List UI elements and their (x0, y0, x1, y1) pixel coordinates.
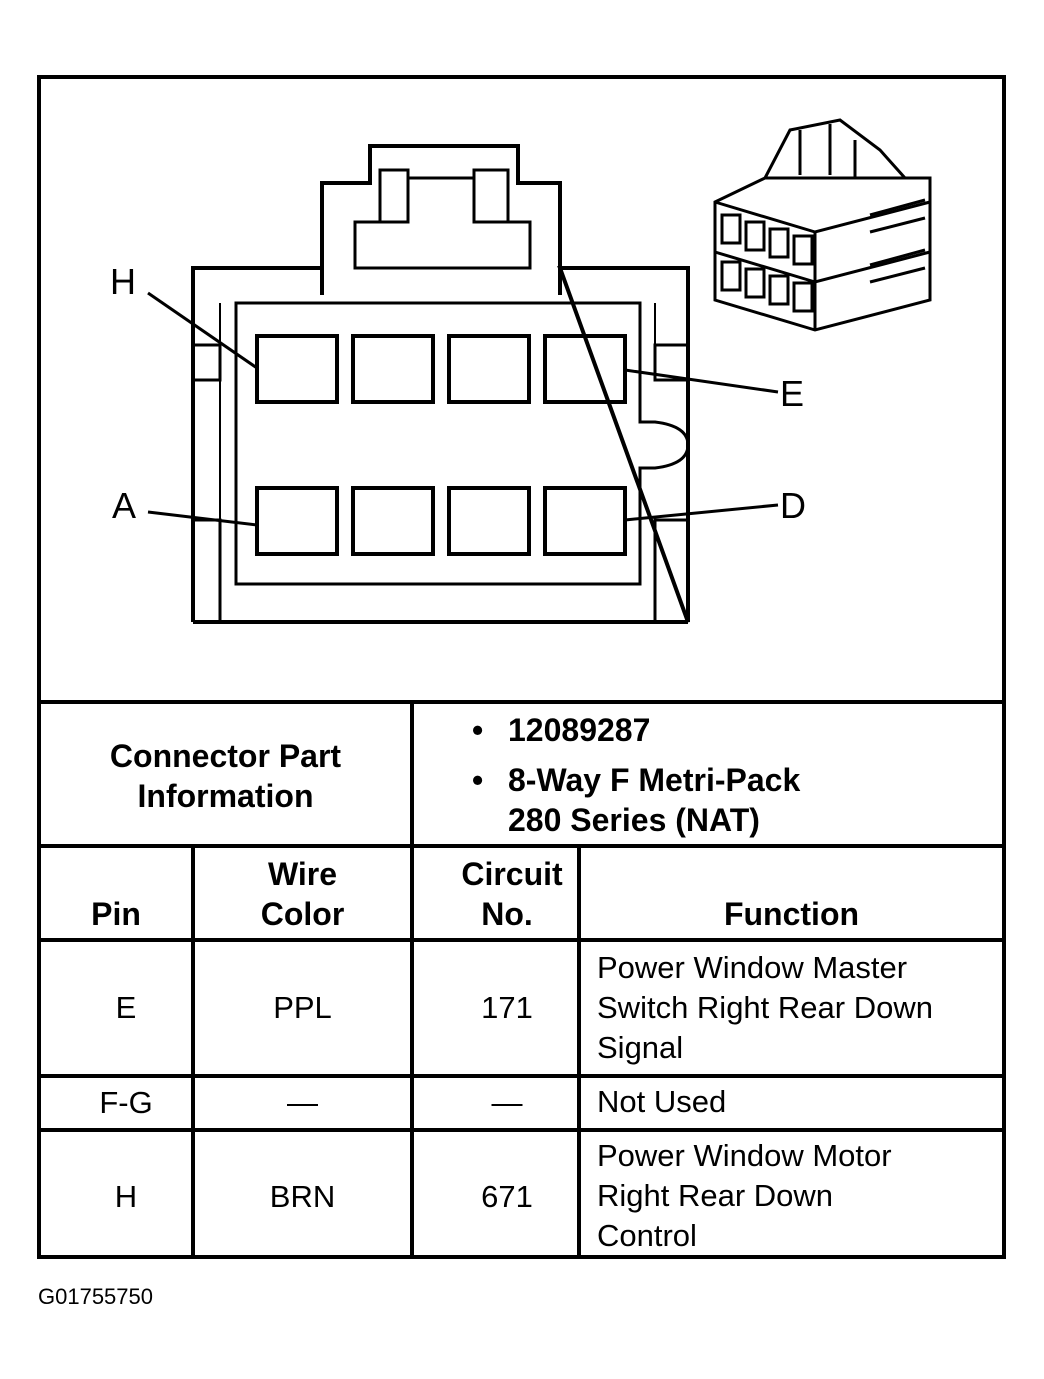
row-1-circuit: 171 (481, 990, 533, 1025)
row-1-pin: E (115, 990, 137, 1025)
header-wire-color-line1: Wire (267, 856, 338, 892)
cavity-d (543, 486, 627, 556)
connector-info-label-line1: Connector Part (109, 738, 342, 774)
cavity-b (351, 486, 435, 556)
bullet-part-number: • (472, 712, 484, 748)
pin-label-d: D (780, 485, 806, 526)
header-circuit-line1: Circuit (461, 856, 563, 892)
pin-label-a: A (112, 485, 137, 526)
row-1-function-line3: Signal (597, 1030, 684, 1065)
pin-label-e: E (780, 373, 805, 414)
row-3-function-line3: Control (597, 1218, 697, 1253)
part-description-line2: 280 Series (NAT) (508, 802, 760, 838)
pin-cavities (255, 334, 627, 556)
row-1-function-line2: Switch Right Rear Down (597, 990, 933, 1025)
cavity-c (447, 486, 531, 556)
row-2-circuit: — (491, 1085, 523, 1120)
cavity-g (351, 334, 435, 404)
cavity-h (255, 334, 339, 404)
figure-code: G01755750 (38, 1284, 153, 1309)
connector-3d-view (713, 118, 932, 332)
cavity-a (255, 486, 339, 556)
bullet-description: • (472, 762, 484, 798)
row-2-wire-color: — (287, 1085, 318, 1120)
leader-lines (147, 291, 779, 527)
table-grid (39, 700, 1004, 1257)
row-2-pin: F-G (99, 1085, 153, 1120)
row-2-function-line1: Not Used (597, 1084, 727, 1119)
row-3-function-line2: Right Rear Down (597, 1178, 834, 1213)
connector-info-label-line2: Information (137, 778, 314, 814)
part-number: 12089287 (508, 712, 651, 748)
row-3-circuit: 671 (481, 1179, 533, 1214)
outer-frame (37, 75, 1006, 1259)
header-function: Function (723, 896, 860, 932)
part-description-line1: 8-Way F Metri-Pack (508, 762, 801, 798)
header-wire-color-line2: Color (260, 896, 345, 932)
header-circuit-line2: No. (481, 896, 533, 932)
row-1-wire-color: PPL (273, 990, 332, 1025)
pin-label-h: H (110, 261, 136, 302)
header-pin: Pin (91, 896, 141, 932)
row-3-pin: H (114, 1179, 138, 1214)
cavity-e (543, 334, 627, 404)
row-3-function-line1: Power Window Motor (597, 1138, 892, 1173)
row-1-function-line1: Power Window Master (597, 950, 908, 985)
cavity-f (447, 334, 531, 404)
connector-face (191, 144, 690, 624)
row-3-wire-color: BRN (269, 1179, 336, 1214)
